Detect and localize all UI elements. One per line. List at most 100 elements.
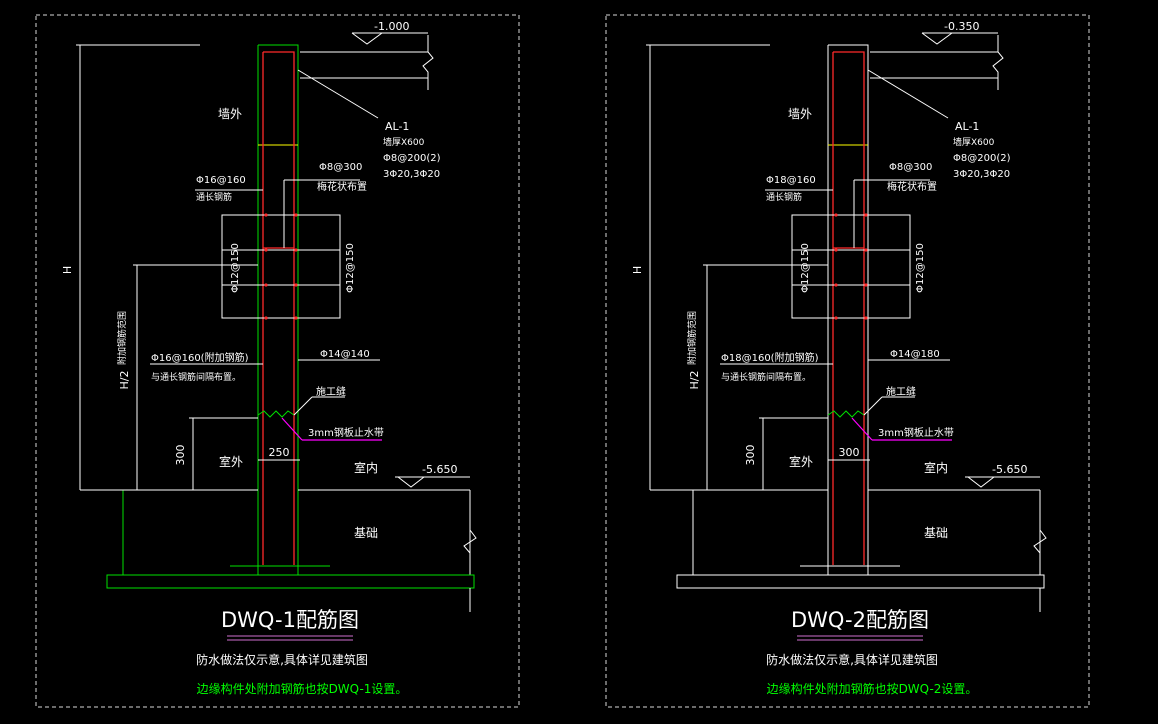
rebar-dot-left-3: [834, 316, 838, 320]
dim-wall-label: 300: [839, 446, 860, 459]
dim-H-label: H: [631, 266, 644, 274]
rebar-dot-right-0: [294, 213, 298, 217]
label-outside: 室外: [219, 454, 243, 469]
foundation-slab: [676, 574, 1045, 589]
drawing-frame: [605, 14, 1090, 708]
waterstop-leader: [281, 417, 303, 441]
elevation-bottom-label: -5.650: [992, 463, 1027, 476]
label-base: 基础: [924, 526, 948, 540]
dim-300-label: 300: [174, 445, 187, 466]
joint-leader: [293, 396, 313, 416]
tie-bar-label: Φ8@300: [889, 162, 932, 173]
sheet-title: DWQ-1配筋图: [221, 608, 359, 632]
tie-layout-label: 梅花状布置: [887, 180, 937, 193]
label-outside: 室外: [789, 454, 813, 469]
vert-note-label: 通长钢筋: [196, 191, 232, 203]
add-note-label: 与通长钢筋间隔布置。: [721, 371, 811, 383]
rebar-dot-left-1: [264, 248, 268, 252]
sheet-title: DWQ-2配筋图: [791, 608, 929, 632]
note-2: 边缘构件处附加钢筋也按DWQ-1设置。: [197, 681, 408, 696]
elevation-top-label: -0.350: [944, 20, 979, 33]
add-bar-label: Φ18@160(附加钢筋): [721, 351, 819, 364]
dim-H2-label: H/2: [118, 371, 131, 390]
elevation-bottom-label: -5.650: [422, 463, 457, 476]
elevation-top-label: -1.000: [374, 20, 409, 33]
elevation-bottom-triangle: [397, 476, 425, 488]
note-1: 防水做法仅示意,具体详见建筑图: [196, 652, 368, 667]
foundation-break-symbol: [1033, 529, 1047, 554]
joint-leader: [863, 396, 883, 416]
rebar-inner: [833, 51, 865, 565]
rebar-dot-right-2: [864, 283, 868, 287]
top-break-symbol: [422, 35, 434, 90]
note-2: 边缘构件处附加钢筋也按DWQ-2设置。: [767, 681, 978, 696]
vert-note-label: 通长钢筋: [766, 191, 802, 203]
horiz-left-label: Φ12@150: [230, 243, 241, 293]
inner-bar-label: Φ14@180: [890, 349, 940, 360]
joint-label: 施工缝: [886, 385, 916, 398]
rebar-inner: [263, 51, 295, 565]
elevation-top-triangle: [351, 32, 383, 45]
add-note-label: 与通长钢筋间隔布置。: [151, 371, 241, 383]
dim-H2-label: H/2: [688, 371, 701, 390]
foundation-slab: [106, 574, 475, 589]
waterstop-leader: [851, 417, 873, 441]
label-outside-top: 墙外: [788, 107, 812, 121]
beam-stirrup-label: Φ8@200(2): [953, 153, 1011, 164]
beam-tag-label: AL-1: [955, 120, 979, 133]
top-break-symbol: [992, 35, 1004, 90]
beam-leader: [297, 69, 379, 119]
rebar-dot-right-0: [864, 213, 868, 217]
beam-tag-label: AL-1: [385, 120, 409, 133]
side-note-label: 附加钢筋范围: [686, 311, 698, 365]
drawing-frame: [35, 14, 520, 708]
rebar-dot-left-0: [264, 213, 268, 217]
inner-bar-label: Φ14@140: [320, 349, 370, 360]
construction-joint-wave: [257, 410, 295, 418]
rebar-dot-left-1: [834, 248, 838, 252]
beam-stirrup-label: Φ8@200(2): [383, 153, 441, 164]
elevation-bottom-triangle: [967, 476, 995, 488]
horiz-bar-region: [221, 214, 341, 319]
horiz-right-label: Φ12@150: [915, 243, 926, 293]
elevation-top-triangle: [921, 32, 953, 45]
wall-outer-right: [258, 44, 299, 575]
dim-wall-label: 250: [269, 446, 290, 459]
tie-bar-label: Φ8@300: [319, 162, 362, 173]
add-bar-label: Φ16@160(附加钢筋): [151, 351, 249, 364]
label-outside-top: 墙外: [218, 107, 242, 121]
label-base: 基础: [354, 526, 378, 540]
tie-layout-label: 梅花状布置: [317, 180, 367, 193]
waterstop-label: 3mm钢板止水带: [308, 426, 384, 439]
beam-size-label: 墙厚X600: [953, 136, 995, 148]
beam-bars-label: 3Φ20,3Φ20: [953, 169, 1010, 180]
foundation-break-symbol: [463, 529, 477, 554]
rebar-dot-left-2: [834, 283, 838, 287]
side-note-label: 附加钢筋范围: [116, 311, 128, 365]
rebar-dot-left-0: [834, 213, 838, 217]
label-inside: 室内: [924, 460, 948, 475]
rebar-dot-right-1: [294, 248, 298, 252]
horiz-bar-region: [791, 214, 911, 319]
rebar-dot-left-3: [264, 316, 268, 320]
rebar-dot-right-3: [864, 316, 868, 320]
label-inside: 室内: [354, 460, 378, 475]
vert-bar-label: Φ18@160: [766, 175, 816, 186]
rebar-dot-right-1: [864, 248, 868, 252]
waterstop-label: 3mm钢板止水带: [878, 426, 954, 439]
rebar-dot-left-2: [264, 283, 268, 287]
horiz-left-label: Φ12@150: [800, 243, 811, 293]
construction-joint-wave: [827, 410, 865, 418]
joint-label: 施工缝: [316, 385, 346, 398]
rebar-dot-right-2: [294, 283, 298, 287]
beam-bars-label: 3Φ20,3Φ20: [383, 169, 440, 180]
note-1: 防水做法仅示意,具体详见建筑图: [766, 652, 938, 667]
dim-H-label: H: [61, 266, 74, 274]
dim-300-label: 300: [744, 445, 757, 466]
wall-outer-right: [828, 44, 869, 575]
vert-bar-label: Φ16@160: [196, 175, 246, 186]
